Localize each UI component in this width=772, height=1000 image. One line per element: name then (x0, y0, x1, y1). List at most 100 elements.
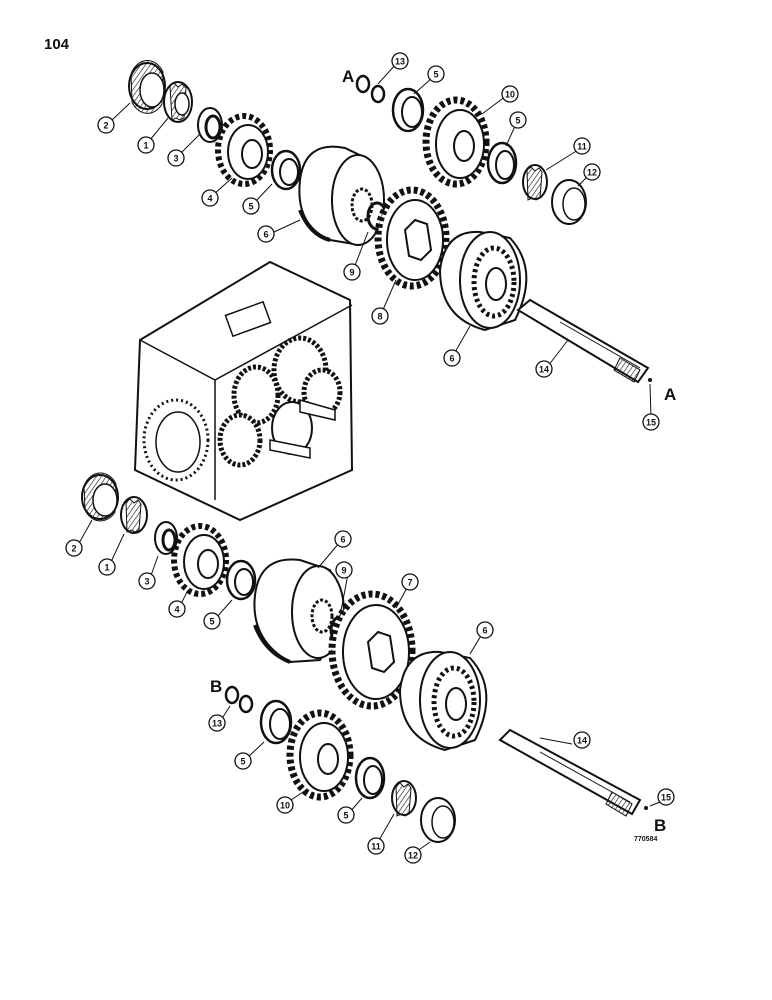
shaft-top (516, 298, 652, 384)
clutch-drum-top-right (438, 230, 528, 332)
shaft-bottom (498, 728, 648, 817)
callout-bubble: 1 (137, 136, 155, 154)
gear-top-10 (422, 96, 490, 188)
callout-number: 8 (377, 312, 382, 322)
callout-number: 7 (407, 578, 412, 588)
callout-number: 5 (209, 617, 214, 627)
bottom-assembly (81, 472, 648, 843)
callout-number: 13 (395, 57, 405, 67)
callout-number: 2 (71, 544, 76, 554)
bearing-cup-top-12 (551, 179, 587, 225)
callout-number: 2 (103, 121, 108, 131)
bearing-ring-top (197, 107, 223, 143)
callout-number: 3 (144, 577, 149, 587)
callout-number: 15 (646, 418, 656, 428)
callout-bubble: 6 (334, 530, 352, 548)
reference-b-top: B (210, 677, 222, 696)
callout-bubble: 11 (367, 837, 385, 855)
bearing-cone-top (163, 81, 193, 123)
callout-number: 4 (174, 605, 179, 615)
callout-bubble: 5 (242, 197, 260, 215)
callout-bubble: 2 (97, 116, 115, 134)
callout-number: 6 (449, 354, 454, 364)
illustration-code: 770584 (634, 836, 658, 843)
callout-bubble: 12 (583, 163, 601, 181)
callout-number: 3 (173, 154, 178, 164)
callout-number: 5 (248, 202, 253, 212)
callout-number: 11 (577, 142, 587, 152)
callout-number: 4 (207, 194, 212, 204)
callout-bubble: 15 (642, 413, 660, 431)
bearing-bottom-5b (259, 699, 293, 745)
snap-rings-top-13 (355, 74, 386, 104)
callout-number: 5 (515, 116, 520, 126)
callout-number: 14 (539, 365, 549, 375)
clutch-drum-top (298, 145, 385, 247)
callout-bubble: 5 (203, 612, 221, 630)
callouts-top: 2 1 3 4 5 6 13 5 10 5 11 12 9 8 6 14 15 (97, 52, 660, 431)
bearing-bottom-5a (225, 559, 257, 601)
callout-bubble: 9 (343, 263, 361, 281)
gear-top-8 (374, 186, 450, 290)
callout-bubble: 5 (427, 65, 445, 83)
snap-rings-bottom-13 (224, 685, 254, 714)
callout-bubble: 12 (404, 846, 422, 864)
callout-number: 9 (341, 566, 346, 576)
callout-bubble: 3 (138, 572, 156, 590)
bearing-top-5a (270, 149, 302, 191)
bearing-ring-bottom (154, 521, 178, 555)
gear-top-4 (215, 113, 273, 187)
callout-bubble: 8 (371, 307, 389, 325)
callout-bubble: 10 (276, 796, 294, 814)
bearing-cup-bottom (81, 472, 119, 522)
callout-number: 1 (104, 563, 109, 573)
callouts-bottom: 2 1 3 4 5 6 9 7 6 13 5 10 5 11 12 14 15 (65, 530, 675, 864)
gear-bottom-4 (171, 523, 229, 597)
gear-bottom-10 (286, 709, 354, 801)
reference-letters: A A B B (210, 67, 676, 835)
callout-bubble: 10 (501, 85, 519, 103)
callout-number: 6 (482, 626, 487, 636)
bearing-cone-top-11 (522, 164, 548, 201)
callout-bubble: 14 (535, 360, 553, 378)
callout-bubble: 13 (208, 714, 226, 732)
bearing-top-5c (486, 141, 518, 185)
callout-number: 5 (433, 70, 438, 80)
bearing-cone-bottom-11 (391, 780, 417, 817)
reference-a-bottom: A (664, 385, 676, 404)
bearing-cone-bottom (120, 496, 148, 534)
callout-bubble: 5 (234, 752, 252, 770)
callout-bubble: 6 (443, 349, 461, 367)
callout-number: 10 (505, 90, 515, 100)
callout-bubble: 1 (98, 558, 116, 576)
callout-number: 9 (349, 268, 354, 278)
callout-bubble: 2 (65, 539, 83, 557)
reference-b-bottom: B (654, 816, 666, 835)
callout-number: 12 (587, 168, 597, 178)
page-number: 104 (44, 36, 70, 53)
callout-bubble: 9 (335, 561, 353, 579)
clutch-drum-bottom-right (398, 650, 488, 752)
callout-number: 6 (263, 230, 268, 240)
callout-bubble: 4 (201, 189, 219, 207)
callout-bubble: 5 (337, 806, 355, 824)
callout-number: 5 (343, 811, 348, 821)
gear-bottom-7 (328, 590, 416, 710)
callout-bubble: 6 (257, 225, 275, 243)
callout-number: 5 (240, 757, 245, 767)
callout-bubble: 11 (573, 137, 591, 155)
callout-bubble: 13 (391, 52, 409, 70)
transmission-housing (133, 260, 354, 522)
callout-bubble: 15 (657, 788, 675, 806)
top-assembly (128, 59, 652, 384)
bearing-cup-top (128, 59, 166, 114)
callout-bubble: 14 (573, 731, 591, 749)
reference-a-top: A (342, 67, 354, 86)
callout-bubble: 7 (401, 573, 419, 591)
bearing-top-5b (391, 87, 425, 133)
callout-number: 14 (577, 736, 587, 746)
callout-number: 13 (212, 719, 222, 729)
callout-number: 10 (280, 801, 290, 811)
callout-bubble: 5 (509, 111, 527, 129)
